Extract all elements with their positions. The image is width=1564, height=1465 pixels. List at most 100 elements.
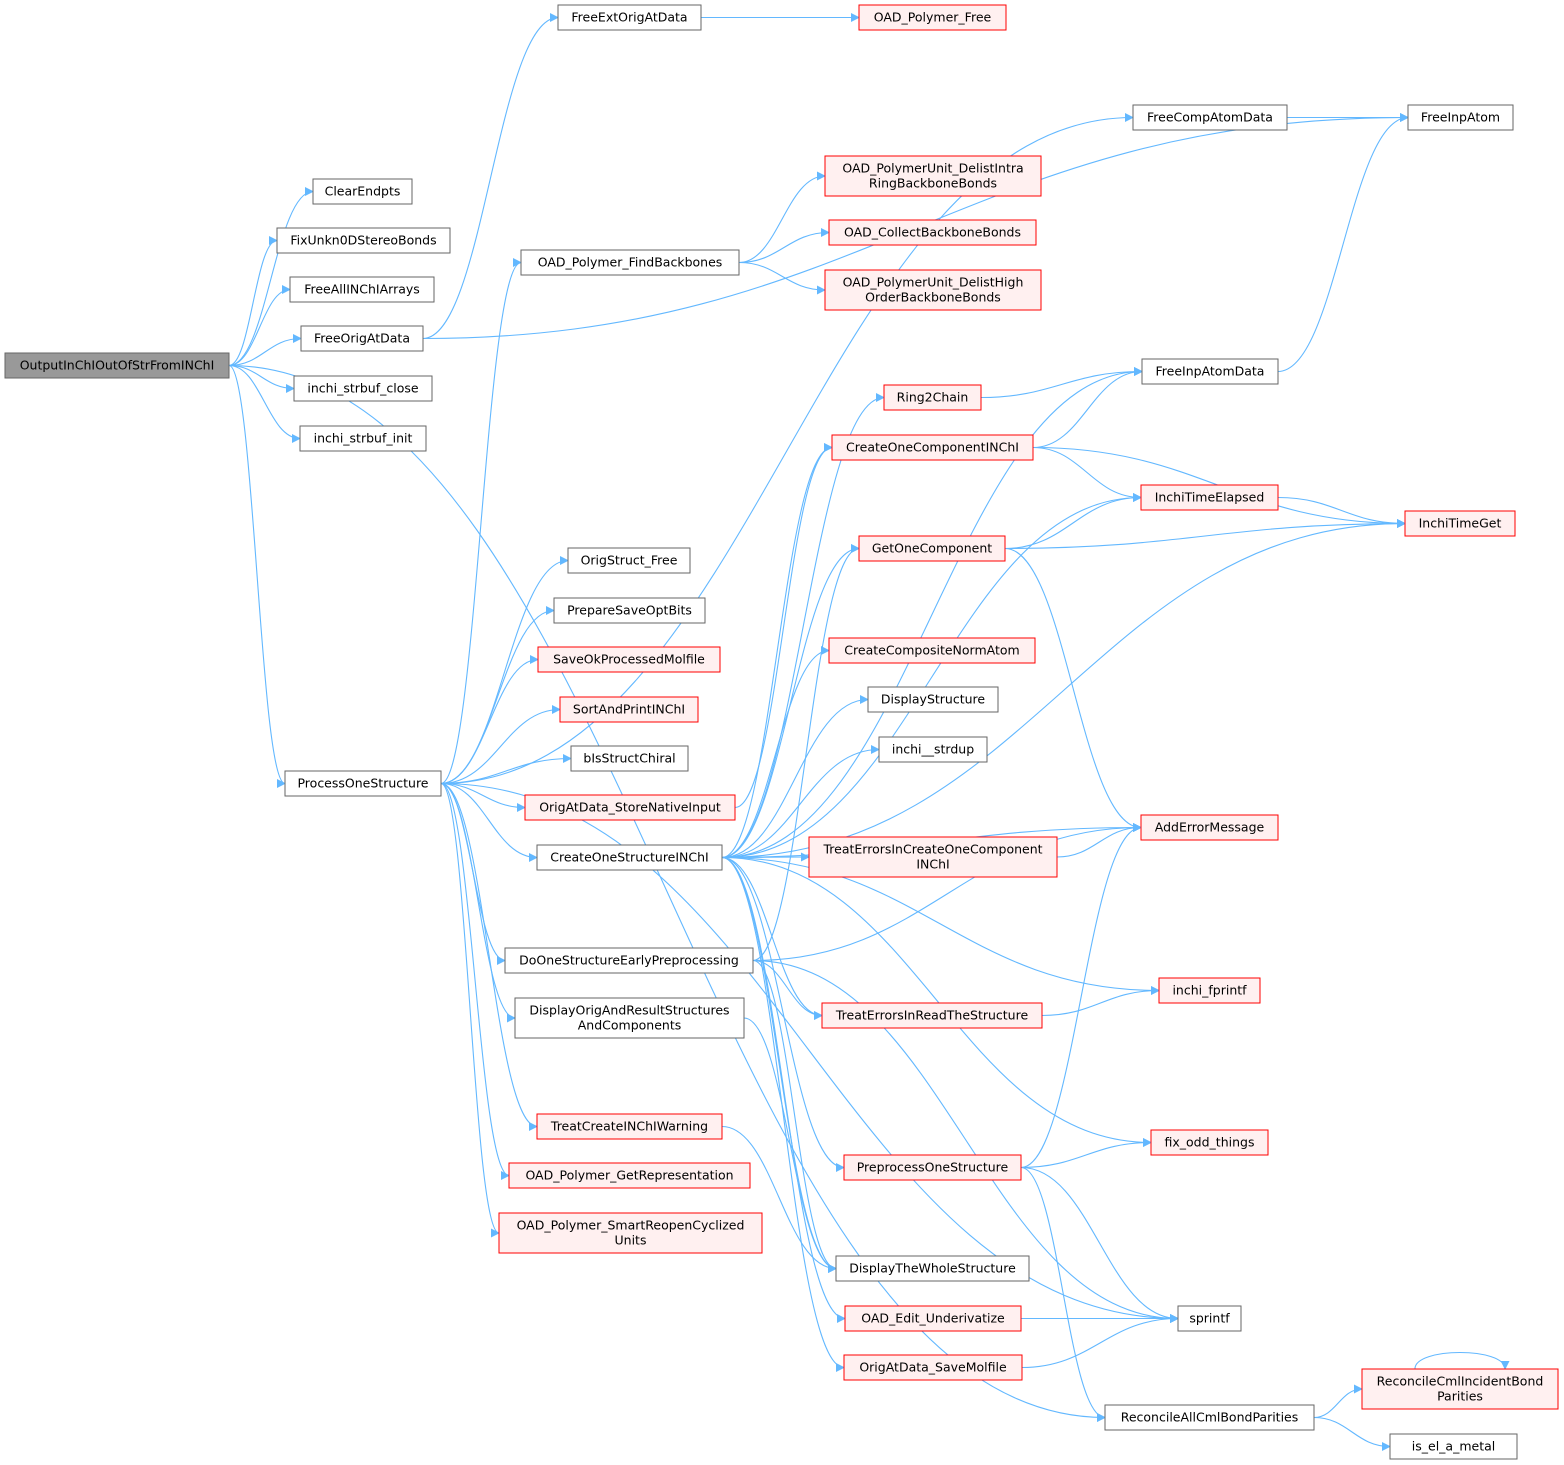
node-box[interactable] (858, 535, 1006, 562)
node-box[interactable] (867, 686, 999, 713)
node-adderror[interactable]: AddErrorMessage (1140, 814, 1279, 841)
node-box[interactable] (4, 352, 230, 379)
node-box[interactable] (828, 219, 1037, 246)
node-freeorigat[interactable]: FreeOrigAtData (300, 325, 424, 352)
node-box[interactable] (1141, 358, 1279, 385)
node-box[interactable] (553, 597, 706, 624)
node-freecompatom[interactable]: FreeCompAtomData (1132, 104, 1288, 131)
node-box[interactable] (1150, 1129, 1269, 1156)
node-box[interactable] (835, 1255, 1030, 1282)
node-iselmetal[interactable]: is_el_a_metal (1389, 1433, 1518, 1460)
node-box[interactable] (808, 836, 1058, 878)
node-sprintf[interactable]: sprintf (1177, 1305, 1242, 1332)
node-delistintra[interactable]: OAD_PolymerUnit_DelistIntraRingBackboneB… (824, 155, 1042, 197)
node-box[interactable] (824, 155, 1042, 197)
node-box[interactable] (1389, 1433, 1518, 1460)
node-box[interactable] (1104, 1404, 1315, 1431)
node-preparesave[interactable]: PrepareSaveOptBits (553, 597, 706, 624)
node-box[interactable] (831, 434, 1034, 461)
node-findbackbones[interactable]: OAD_Polymer_FindBackbones (520, 249, 740, 276)
node-freeallinchi[interactable]: FreeAllINChIArrays (289, 276, 435, 303)
node-delisthigh[interactable]: OAD_PolymerUnit_DelistHighOrderBackboneB… (824, 269, 1042, 311)
node-treatwarn[interactable]: TreatCreateINChIWarning (536, 1113, 723, 1140)
node-box[interactable] (293, 375, 433, 402)
node-box[interactable] (559, 696, 699, 723)
node-box[interactable] (508, 1162, 751, 1189)
node-fixodd[interactable]: fix_odd_things (1150, 1129, 1269, 1156)
node-createonecomp[interactable]: CreateOneComponentINChI (831, 434, 1034, 461)
node-box[interactable] (557, 4, 702, 31)
node-box[interactable] (504, 947, 754, 974)
node-box[interactable] (1158, 977, 1261, 1004)
node-timeget[interactable]: InchiTimeGet (1404, 510, 1516, 537)
node-preprocessone[interactable]: PreprocessOneStructure (843, 1154, 1022, 1181)
node-clearendpts[interactable]: ClearEndpts (312, 178, 413, 205)
node-box[interactable] (1361, 1368, 1559, 1410)
node-box[interactable] (299, 425, 427, 452)
node-box[interactable] (1140, 484, 1279, 511)
node-box[interactable] (284, 770, 442, 797)
node-collectbb[interactable]: OAD_CollectBackboneBonds (828, 219, 1037, 246)
node-box[interactable] (844, 1305, 1022, 1332)
node-box[interactable] (1404, 510, 1516, 537)
node-origstructfree[interactable]: OrigStruct_Free (567, 547, 691, 574)
node-strdup[interactable]: inchi__strdup (878, 736, 988, 763)
node-box[interactable] (520, 249, 740, 276)
node-saveokmol[interactable]: SaveOkProcessedMolfile (537, 646, 721, 673)
node-box[interactable] (300, 325, 424, 352)
node-box[interactable] (1132, 104, 1288, 131)
node-reconcileall[interactable]: ReconcileAllCmlBondParities (1104, 1404, 1315, 1431)
node-createcomposite[interactable]: CreateCompositeNormAtom (828, 637, 1036, 664)
node-fprintf[interactable]: inchi_fprintf (1158, 977, 1261, 1004)
node-box[interactable] (843, 1154, 1022, 1181)
node-box[interactable] (514, 997, 745, 1039)
node-box[interactable] (1407, 104, 1514, 131)
node-box[interactable] (570, 745, 689, 772)
node-displayorig[interactable]: DisplayOrigAndResultStructuresAndCompone… (514, 997, 745, 1039)
node-treaterrread[interactable]: TreatErrorsInReadTheStructure (821, 1002, 1043, 1029)
node-processone[interactable]: ProcessOneStructure (284, 770, 442, 797)
node-bisstructchiral[interactable]: bIsStructChiral (570, 745, 689, 772)
node-box[interactable] (276, 227, 451, 254)
node-box[interactable] (567, 547, 691, 574)
node-createonestruct[interactable]: CreateOneStructureINChI (536, 844, 723, 871)
node-strbuf_close[interactable]: inchi_strbuf_close (293, 375, 433, 402)
node-ring2chain[interactable]: Ring2Chain (883, 384, 982, 411)
node-box[interactable] (878, 736, 988, 763)
node-box[interactable] (1140, 814, 1279, 841)
node-box[interactable] (824, 269, 1042, 311)
node-box[interactable] (858, 4, 1007, 31)
node-box[interactable] (883, 384, 982, 411)
node-fixunkn[interactable]: FixUnkn0DStereoBonds (276, 227, 451, 254)
node-storenative[interactable]: OrigAtData_StoreNativeInput (524, 794, 736, 821)
node-freeinpatom[interactable]: FreeInpAtom (1407, 104, 1514, 131)
node-strbuf_init[interactable]: inchi_strbuf_init (299, 425, 427, 452)
node-getonecomp[interactable]: GetOneComponent (858, 535, 1006, 562)
node-oad_polyfree[interactable]: OAD_Polymer_Free (858, 4, 1007, 31)
node-box[interactable] (537, 646, 721, 673)
node-freeinpatomdata[interactable]: FreeInpAtomData (1141, 358, 1279, 385)
node-editunderiv[interactable]: OAD_Edit_Underivatize (844, 1305, 1022, 1332)
node-box[interactable] (828, 637, 1036, 664)
node-savemolfile[interactable]: OrigAtData_SaveMolfile (843, 1354, 1023, 1381)
node-box[interactable] (536, 844, 723, 871)
node-displaywhole[interactable]: DisplayTheWholeStructure (835, 1255, 1030, 1282)
node-box[interactable] (1177, 1305, 1242, 1332)
node-timeelapsed[interactable]: InchiTimeElapsed (1140, 484, 1279, 511)
node-box[interactable] (536, 1113, 723, 1140)
node-box[interactable] (821, 1002, 1043, 1029)
node-sortandprint[interactable]: SortAndPrintINChI (559, 696, 699, 723)
node-doonestruct[interactable]: DoOneStructureEarlyPreprocessing (504, 947, 754, 974)
node-box[interactable] (289, 276, 435, 303)
node-root[interactable]: OutputInChIOutOfStrFromINChI (4, 352, 230, 379)
node-displaystructure[interactable]: DisplayStructure (867, 686, 999, 713)
node-box[interactable] (498, 1212, 763, 1254)
node-getrepr[interactable]: OAD_Polymer_GetRepresentation (508, 1162, 751, 1189)
node-freeextorig[interactable]: FreeExtOrigAtData (557, 4, 702, 31)
node-box[interactable] (843, 1354, 1023, 1381)
node-box[interactable] (524, 794, 736, 821)
node-box[interactable] (312, 178, 413, 205)
